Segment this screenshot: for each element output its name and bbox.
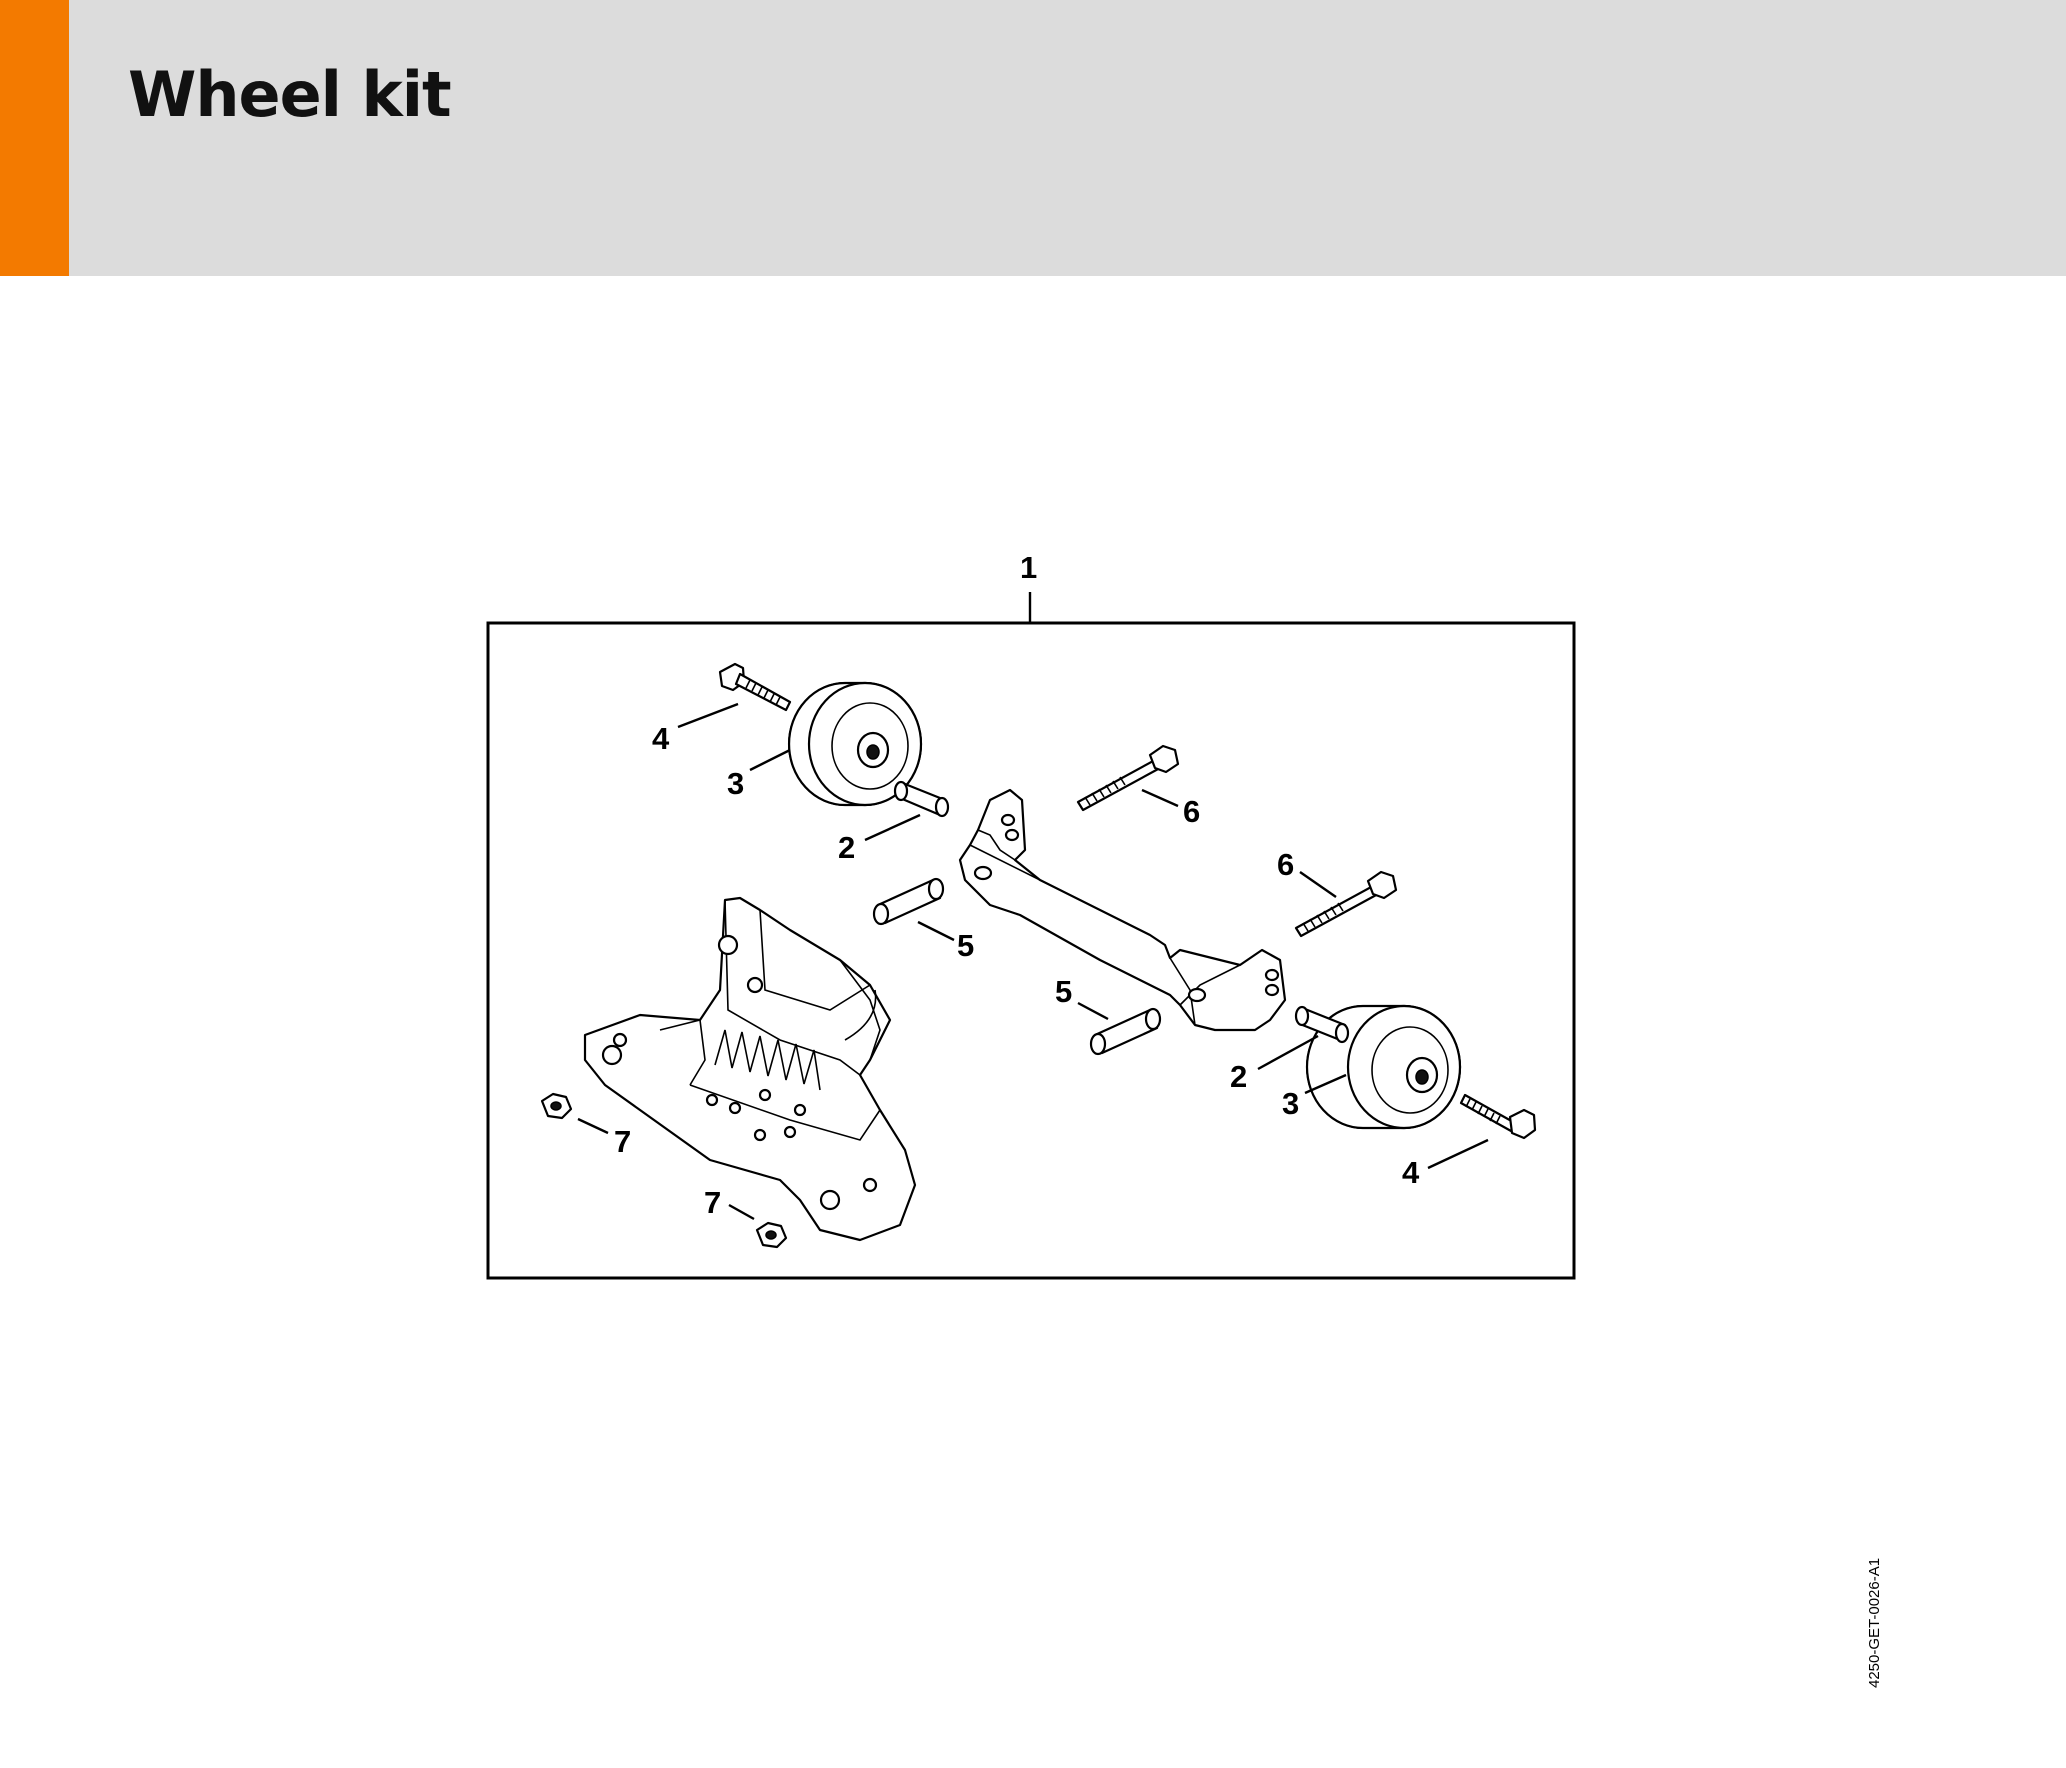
callout-spacer-left: 5 — [957, 928, 974, 963]
header-band — [0, 0, 2066, 276]
callout-sleeve-left: 2 — [838, 830, 855, 865]
sleeve-left — [893, 780, 950, 818]
leader-7-left — [577, 1117, 609, 1135]
bolt-top — [1076, 744, 1180, 812]
leader-4-right — [1427, 1138, 1489, 1170]
callout-bolt-top: 6 — [1183, 794, 1200, 829]
nut-bottom — [755, 1221, 788, 1249]
screw-right — [1459, 1093, 1537, 1140]
leader-3-right — [1304, 1073, 1347, 1095]
callout-spacer-right: 5 — [1055, 974, 1072, 1009]
spacer-right — [1089, 1007, 1162, 1056]
callout-kit: 1 — [1020, 550, 1037, 585]
callout-screw-right: 4 — [1402, 1155, 1420, 1190]
wheel-left — [787, 681, 923, 807]
leader-7-bottom — [728, 1203, 755, 1221]
base-plate — [583, 896, 917, 1242]
callout-screw-left: 4 — [652, 721, 670, 756]
accent-bar — [0, 0, 69, 276]
leader-6-right — [1299, 871, 1337, 898]
illustration-code: 4250-GET-0026-A1 — [1866, 1557, 1883, 1688]
callout-bolt-right: 6 — [1277, 847, 1294, 882]
leader-2-right — [1257, 1034, 1319, 1071]
sleeve-right — [1294, 1005, 1350, 1044]
axle-bracket — [958, 788, 1287, 1032]
screw-left — [718, 662, 792, 712]
nut-left — [540, 1092, 573, 1120]
leader-6-top — [1141, 788, 1179, 808]
callout-sleeve-right: 2 — [1230, 1059, 1247, 1094]
leader-4-left — [677, 702, 739, 729]
bolt-right — [1294, 870, 1398, 938]
callout-nut-left: 7 — [614, 1124, 631, 1159]
leader-3-left — [749, 748, 791, 772]
callout-wheel-left: 3 — [727, 766, 744, 801]
callout-wheel-right: 3 — [1282, 1086, 1299, 1121]
callout-nut-bottom: 7 — [704, 1185, 721, 1220]
page-title: Wheel kit — [128, 58, 452, 131]
leader-5-right — [1077, 1001, 1109, 1021]
spacer-left — [872, 877, 945, 926]
leader-2-left — [864, 813, 921, 842]
leader-5-left — [917, 920, 955, 942]
